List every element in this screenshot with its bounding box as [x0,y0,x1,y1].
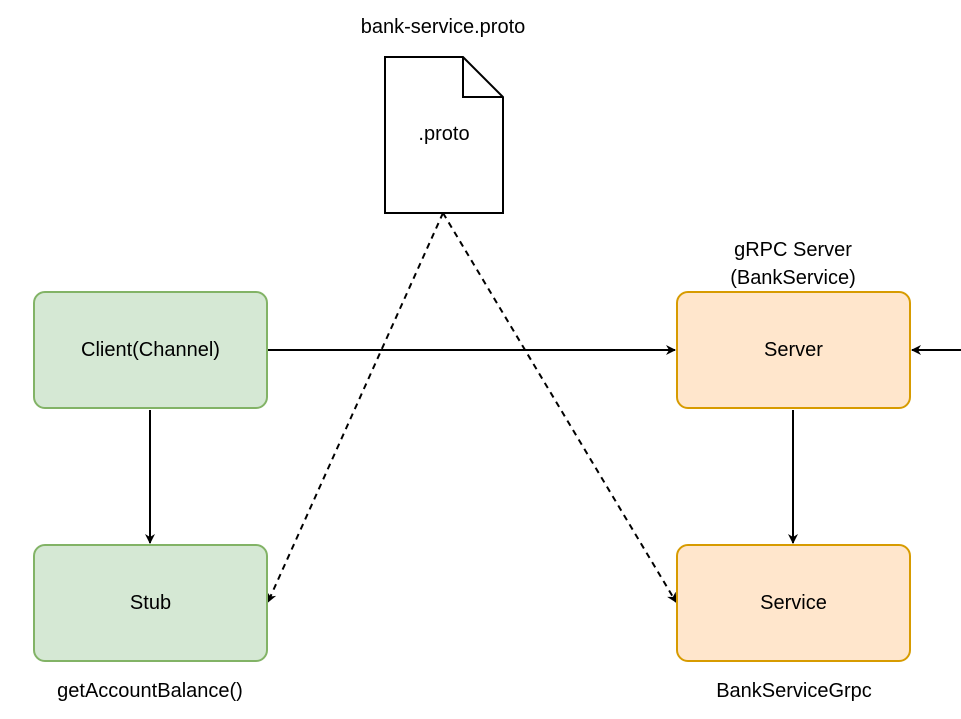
stub-node-label: Stub [129,591,172,614]
server-group-label-line1: gRPC Server [734,239,852,261]
proto-file-title: bank-service.proto [360,16,526,38]
proto-file-label: .proto [418,123,470,145]
server-node-label: Server [764,338,823,361]
edge-proto-to-stub [267,212,444,603]
stub-node[interactable]: Stub [33,544,268,662]
service-caption: BankServiceGrpc [716,680,872,702]
client-node-label: Client(Channel) [81,338,220,361]
document-icon [384,56,504,214]
server-node[interactable]: Server [676,291,911,409]
client-node[interactable]: Client(Channel) [33,291,268,409]
service-node[interactable]: Service [676,544,911,662]
stub-caption: getAccountBalance() [57,680,243,702]
service-node-label: Service [760,591,827,614]
server-group-label-line2: (BankService) [730,267,856,289]
edge-proto-to-service [442,212,677,603]
